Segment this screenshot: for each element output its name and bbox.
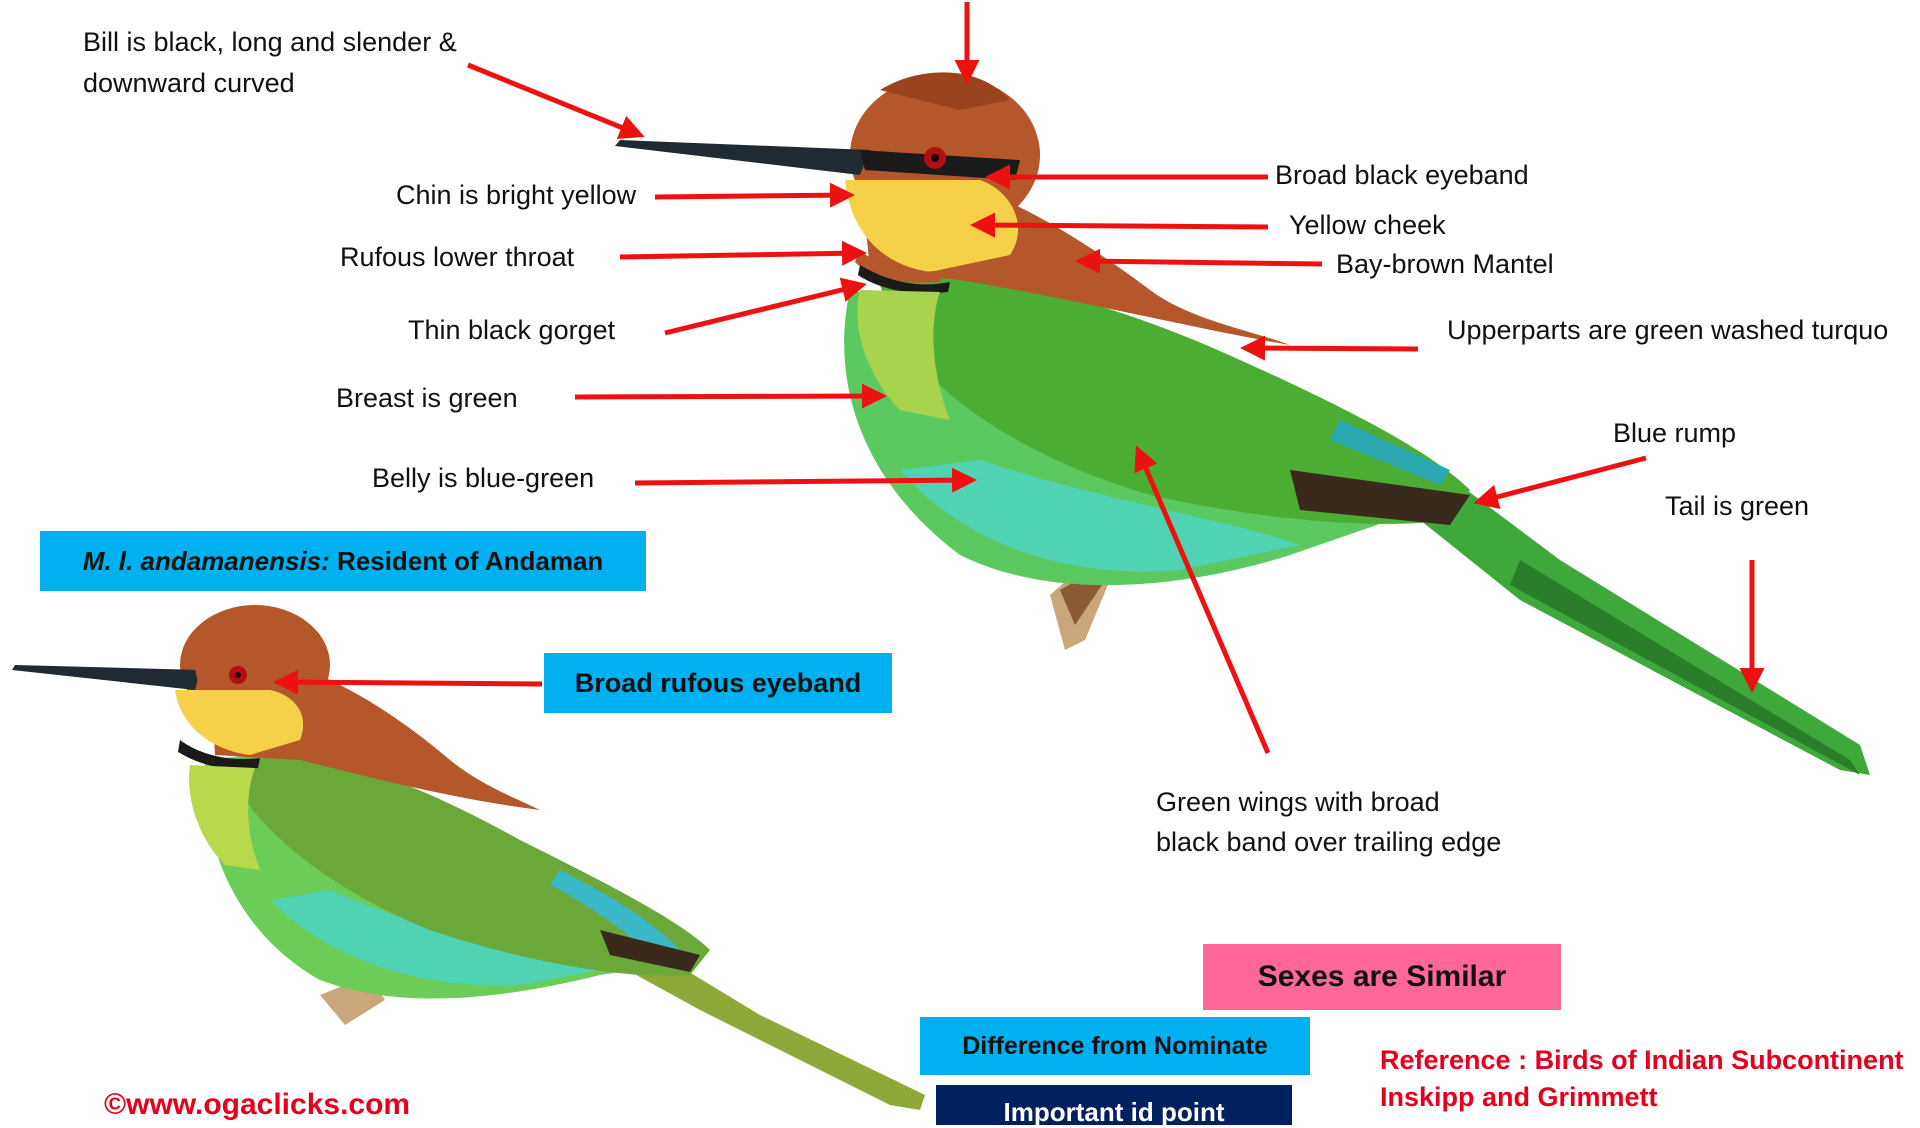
label-breast: Breast is green [336, 378, 518, 419]
label-chin: Chin is bright yellow [396, 175, 636, 216]
reference-line2: Inskipp and Grimmett [1380, 1080, 1658, 1114]
arrow-gorget [665, 285, 862, 333]
arrow-cheek [975, 225, 1268, 227]
label-mantel: Bay-brown Mantel [1336, 244, 1554, 285]
arrow-rufous-eyeband [278, 682, 542, 684]
label-eyeband: Broad black eyeband [1275, 155, 1529, 196]
label-rufous-throat: Rufous lower throat [340, 237, 574, 278]
arrow-mantel [1080, 261, 1322, 264]
label-upperparts: Upperparts are green washed turquo [1447, 310, 1888, 351]
reference-line1: Reference : Birds of Indian Subcontinent [1380, 1043, 1904, 1077]
label-wings-line2: black band over trailing edge [1156, 822, 1501, 863]
sexes-similar-box: Sexes are Similar [1203, 944, 1561, 1010]
subspecies-desc: Resident of Andaman [330, 546, 604, 577]
label-wings: Green wings with broad [1156, 782, 1440, 823]
important-legend-box: Important id point [936, 1085, 1292, 1125]
arrow-upperparts [1245, 348, 1418, 349]
arrow-bill [468, 65, 640, 135]
arrow-chin [655, 195, 850, 197]
subspecies-title-box: M. l. andamanensis: Resident of Andaman [40, 531, 646, 591]
label-bill-line2: downward curved [83, 63, 295, 104]
rufous-eyeband-box: Broad rufous eyeband [544, 653, 892, 713]
label-cheek: Yellow cheek [1289, 205, 1446, 246]
label-gorget: Thin black gorget [408, 310, 615, 351]
arrow-breast [575, 396, 882, 397]
difference-legend-box: Difference from Nominate [920, 1017, 1310, 1075]
subspecies-name: M. l. andamanensis: [83, 546, 330, 577]
label-rump: Blue rump [1613, 413, 1736, 454]
copyright-text: ©www.ogaclicks.com [104, 1088, 410, 1122]
label-bill: Bill is black, long and slender & [83, 22, 457, 63]
label-tail: Tail is green [1665, 486, 1809, 527]
arrow-rump [1478, 458, 1646, 502]
label-belly: Belly is blue-green [372, 458, 594, 499]
arrow-rufous-throat [620, 253, 862, 257]
arrow-belly [635, 480, 972, 483]
